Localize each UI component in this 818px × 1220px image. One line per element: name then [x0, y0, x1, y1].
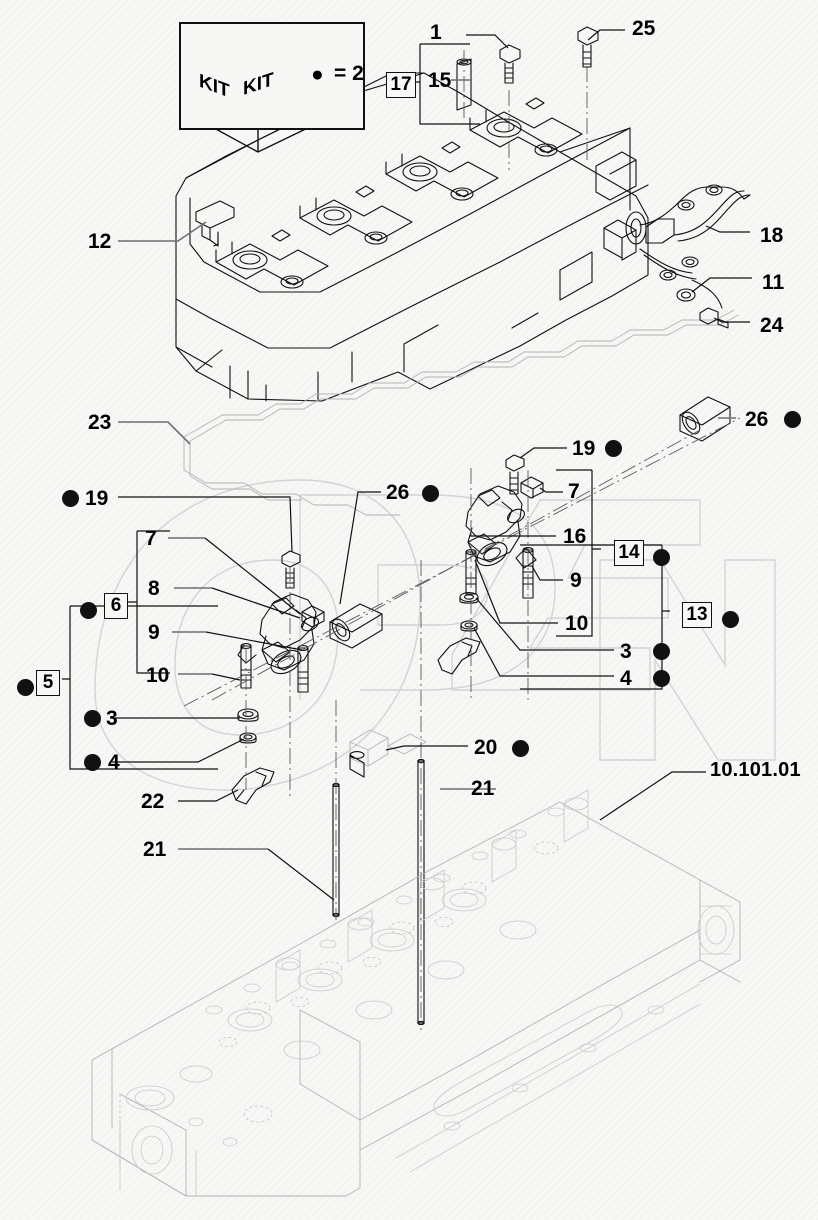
- callout-label-24[interactable]: 24: [760, 314, 784, 337]
- kit-bullet-icon-20: [512, 740, 529, 757]
- reference-callout-10-101-01[interactable]: 10.101.01: [710, 759, 801, 781]
- callout-label-22[interactable]: 22: [141, 790, 165, 813]
- kit-bullet-icon-5: [17, 679, 34, 696]
- bolt-19-right: [505, 454, 525, 495]
- bracket-6: [128, 530, 170, 674]
- callout-label-10[interactable]: 10: [146, 664, 170, 687]
- kit-bullet-icon-26: [422, 485, 439, 502]
- kit-bullet-icon-14: [653, 549, 670, 566]
- callout-label-3[interactable]: 3: [106, 707, 118, 730]
- callout-box-5[interactable]: 5: [36, 670, 60, 696]
- clip-12: [195, 200, 235, 247]
- kit-bullet-icon-19: [62, 490, 79, 507]
- valve-cover-gasket: [183, 309, 739, 516]
- callout-box-14[interactable]: 14: [614, 540, 644, 566]
- nut-8: [301, 605, 325, 628]
- callout-label-19[interactable]: 19: [572, 437, 596, 460]
- bracket-20: [349, 729, 427, 778]
- callout-label-12[interactable]: 12: [88, 230, 112, 253]
- bracket-17: [409, 43, 480, 125]
- callout-label-15[interactable]: 15: [428, 69, 452, 92]
- callout-label-21[interactable]: 21: [471, 777, 495, 800]
- callout-label-4[interactable]: 4: [108, 751, 120, 774]
- callout-label-16[interactable]: 16: [563, 525, 587, 548]
- kit-bullet-icon-3: [653, 643, 670, 660]
- kit-bullet-icon-4: [84, 754, 101, 771]
- kit-equals-label: = 2: [334, 62, 364, 85]
- kit-bullet-icon-26: [784, 411, 801, 428]
- callout-label-11[interactable]: 11: [762, 271, 785, 294]
- callout-box-13[interactable]: 13: [682, 602, 712, 628]
- cylinder-head: [91, 789, 741, 1197]
- kit-bullet-icon-3: [84, 710, 101, 727]
- callout-label-4[interactable]: 4: [620, 667, 632, 690]
- kit-bullet-icon-4: [653, 670, 670, 687]
- kit-bullet-icon-13: [722, 611, 739, 628]
- sleeve-26-center: [329, 603, 383, 649]
- callout-box-17[interactable]: 17: [386, 72, 416, 98]
- washer-4-right: [460, 620, 478, 632]
- callout-label-9[interactable]: 9: [148, 621, 160, 644]
- nut-7-right: [520, 476, 544, 499]
- callout-label-20[interactable]: 20: [474, 736, 498, 759]
- callout-label-9[interactable]: 9: [570, 569, 582, 592]
- bolt-1: [499, 44, 521, 84]
- callout-label-7[interactable]: 7: [568, 480, 580, 503]
- assembly-center-lines: [183, 50, 741, 1030]
- kit-legend-box: [179, 22, 365, 130]
- sleeve-26-right: [679, 396, 731, 442]
- callout-label-8[interactable]: 8: [148, 577, 160, 600]
- leader-lines: [110, 29, 752, 901]
- kit-bullet-icon-6: [80, 602, 97, 619]
- callout-label-23[interactable]: 23: [88, 411, 112, 434]
- callout-label-3[interactable]: 3: [620, 640, 632, 663]
- lever-20: [437, 637, 481, 675]
- lever-22: [231, 767, 275, 805]
- callout-label-10[interactable]: 10: [565, 612, 589, 635]
- callout-box-6[interactable]: 6: [104, 593, 128, 619]
- grommet-11: [676, 288, 696, 302]
- stud-9-left: [297, 645, 309, 693]
- washer-3-left: [237, 708, 259, 722]
- callout-label-21[interactable]: 21: [143, 838, 167, 861]
- callout-label-7[interactable]: 7: [145, 527, 157, 550]
- callout-label-26[interactable]: 26: [386, 481, 410, 504]
- callout-label-26[interactable]: 26: [745, 408, 769, 431]
- callout-label-19[interactable]: 19: [85, 487, 109, 510]
- callout-label-25[interactable]: 25: [632, 17, 656, 40]
- kit-bullet-icon-19: [605, 440, 622, 457]
- kit-bullet-icon: ●: [311, 63, 324, 86]
- wiring-harness: [603, 184, 751, 309]
- callout-label-18[interactable]: 18: [760, 224, 784, 247]
- callout-label-1[interactable]: 1: [430, 21, 442, 44]
- bracket-14: [556, 469, 601, 637]
